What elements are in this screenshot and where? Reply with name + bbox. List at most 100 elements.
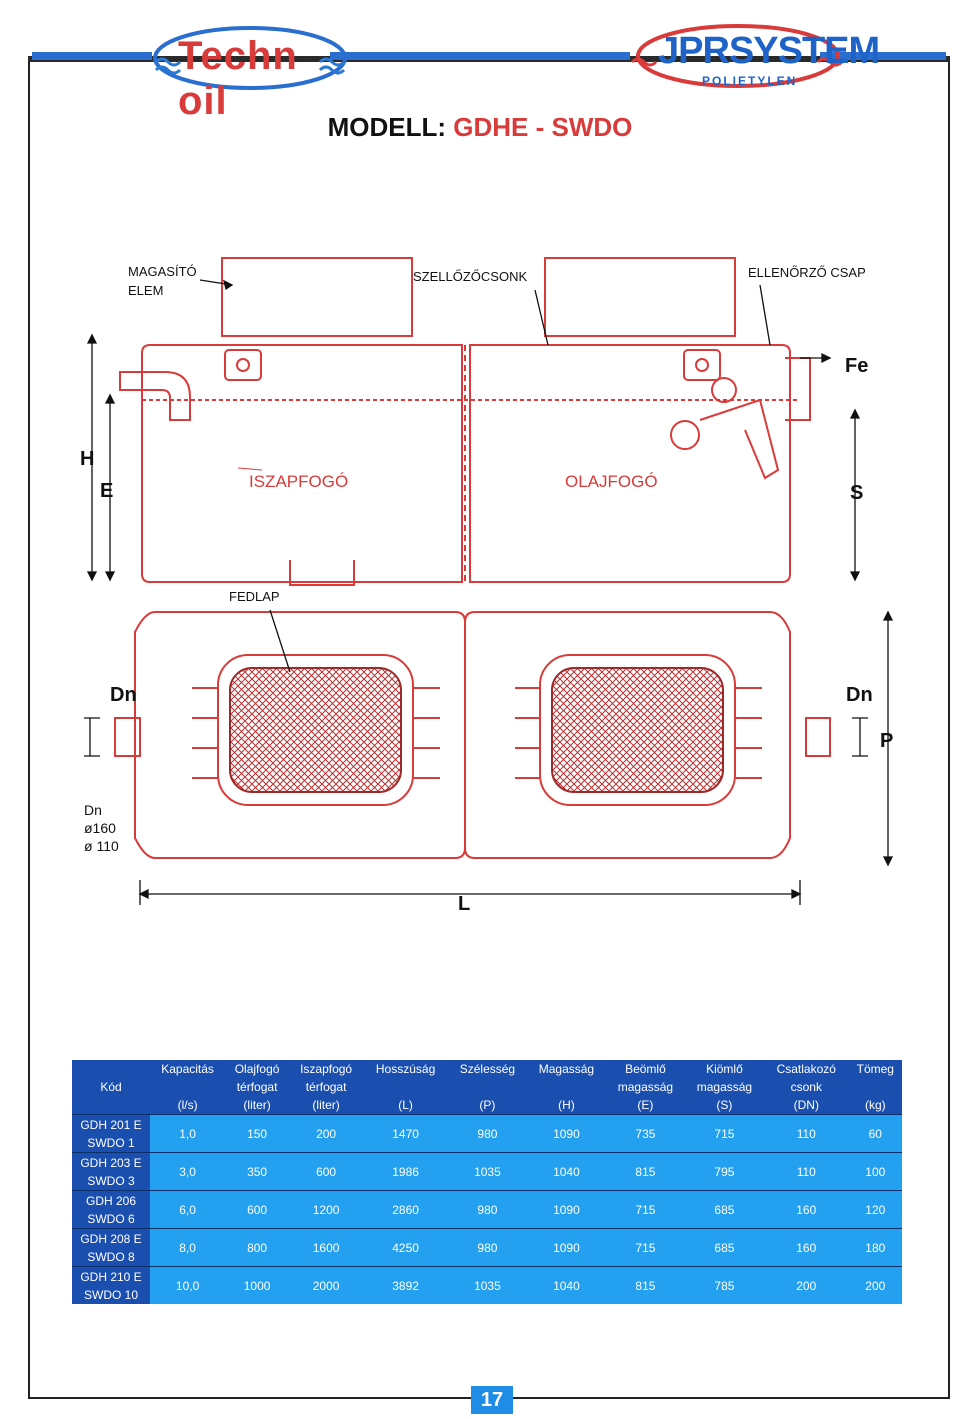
- table-cell: 785: [684, 1266, 764, 1304]
- table-cell: 1470: [363, 1114, 448, 1153]
- table-header-cell: (L): [363, 1096, 448, 1115]
- table-header-cell: Kiömlő: [684, 1060, 764, 1078]
- table-header-cell: Szélesség: [447, 1060, 527, 1078]
- technoil-logo-text: Techn oil: [178, 34, 298, 123]
- label-sludge-trap: ISZAPFOGÓ: [249, 472, 349, 491]
- table-header-cell: (E): [605, 1096, 685, 1115]
- table-cell: 200: [288, 1114, 364, 1153]
- dim-e: E: [100, 480, 114, 502]
- table-cell: 1600: [288, 1228, 364, 1267]
- title-model: GDHE - SWDO: [453, 112, 633, 142]
- table-header-cell: Kód: [72, 1078, 150, 1096]
- table-cell: 3892: [363, 1266, 448, 1304]
- oil-chamber-top: [464, 611, 791, 859]
- table-cell: 600: [288, 1152, 364, 1191]
- table-cell: 160: [763, 1190, 849, 1229]
- table-header-cell: csonk: [763, 1078, 849, 1096]
- table-header-cell: [848, 1078, 902, 1096]
- table-header-cell: Beömlő: [605, 1060, 685, 1078]
- row-code-line: GDH 210 E: [80, 1269, 142, 1284]
- dim-s: S: [850, 482, 864, 504]
- jprsystem-logo-mark: [630, 24, 844, 88]
- header-accent-right: [820, 52, 946, 60]
- jprsystem-logo: JPRSYSTEM POLIETYLEN: [630, 22, 880, 92]
- dim-dn-right: Dn: [846, 684, 873, 706]
- table-cell: 715: [605, 1228, 685, 1267]
- table-cell: 110: [763, 1114, 849, 1153]
- table-cell: 200: [848, 1266, 902, 1304]
- dim-p: P: [880, 730, 894, 752]
- table-cell: 980: [447, 1190, 527, 1229]
- table-header-cell: (DN): [763, 1096, 849, 1115]
- top-dimensions: [84, 609, 894, 905]
- table-cell: 8,0: [150, 1228, 226, 1267]
- technoil-logo-mark: [153, 26, 347, 90]
- side-dimensions: [86, 279, 861, 582]
- table-header-cell: (liter): [288, 1096, 364, 1115]
- table-cell: 2000: [288, 1266, 364, 1304]
- table-header-row-1: Kapacitás Olajfogó Iszapfogó Hosszúság S…: [72, 1060, 902, 1078]
- page-title: MODELL: GDHE - SWDO: [0, 112, 960, 143]
- table-header-cell: Magasság: [526, 1060, 606, 1078]
- dim-dn-left: Dn: [110, 684, 137, 706]
- sludge-chamber-top: [134, 611, 466, 859]
- technoil-logo: Techn oil: [150, 22, 350, 123]
- table-cell: 120: [848, 1190, 902, 1229]
- table-header-cell: [363, 1078, 448, 1096]
- table-cell: 1040: [526, 1266, 606, 1304]
- table-cell: 60: [848, 1114, 902, 1153]
- table-header-cell: térfogat: [288, 1078, 364, 1096]
- row-code-line: GDH 206: [85, 1193, 137, 1208]
- row-code-line: GDH 203 E: [80, 1155, 142, 1170]
- table-header-cell: Csatlakozó: [763, 1060, 849, 1078]
- row-code-line: GDH 208 E: [80, 1231, 142, 1246]
- table-cell: 715: [605, 1190, 685, 1229]
- table-header-cell: Kapacitás: [150, 1060, 226, 1078]
- dim-fe: Fe: [845, 355, 869, 377]
- table-header-cell: (kg): [848, 1096, 902, 1115]
- table-cell: 110: [763, 1152, 849, 1191]
- table-cell: 600: [225, 1190, 289, 1229]
- label-raising-element-1: MAGASÍTÓ: [128, 264, 197, 279]
- dim-h: H: [80, 448, 95, 470]
- table-header-cell: térfogat: [225, 1078, 289, 1096]
- table-cell: 150: [225, 1114, 289, 1153]
- table-cell: 1040: [526, 1152, 606, 1191]
- table-header-row-2: Kód térfogat térfogat magasság magasság …: [72, 1078, 902, 1096]
- table-cell: 1090: [526, 1228, 606, 1267]
- sludge-chamber-outline: [141, 344, 463, 583]
- dn-note-110: ø 110: [84, 838, 119, 854]
- table-cell: 815: [605, 1152, 685, 1191]
- table-cell: 715: [684, 1114, 764, 1153]
- label-raising-element-2: ELEM: [128, 283, 164, 298]
- row-code-line: SWDO 10: [83, 1287, 138, 1302]
- table-header-cell: (S): [684, 1096, 764, 1115]
- table-cell: 1986: [363, 1152, 448, 1191]
- label-oil-trap: OLAJFOGÓ: [565, 472, 658, 491]
- dn-note-160: ø160: [84, 820, 116, 836]
- table-cell: 2860: [363, 1190, 448, 1229]
- table-cell: 200: [763, 1266, 849, 1304]
- jprsystem-logo-text: JPRSYSTEM: [658, 30, 880, 72]
- table-header-cell: [526, 1078, 606, 1096]
- header-accent-left: [32, 52, 152, 60]
- table-cell: 180: [848, 1228, 902, 1267]
- label-inspection-valve: ELLENŐRZŐ CSAP: [748, 265, 866, 280]
- technical-drawing: [84, 257, 894, 905]
- table-header-cell: Olajfogó: [225, 1060, 289, 1078]
- table-cell: 1200: [288, 1190, 364, 1229]
- dim-l: L: [458, 893, 471, 915]
- table-header-cell: Tömeg: [848, 1060, 902, 1078]
- table-header-cell: (H): [526, 1096, 606, 1115]
- table-header-cell: (P): [447, 1096, 527, 1115]
- table-cell: 1090: [526, 1114, 606, 1153]
- table-cell: 980: [447, 1228, 527, 1267]
- table-cell: 815: [605, 1266, 685, 1304]
- table-cell: 6,0: [150, 1190, 226, 1229]
- table-header-cell: (liter): [225, 1096, 289, 1115]
- table-cell: 1,0: [150, 1114, 226, 1153]
